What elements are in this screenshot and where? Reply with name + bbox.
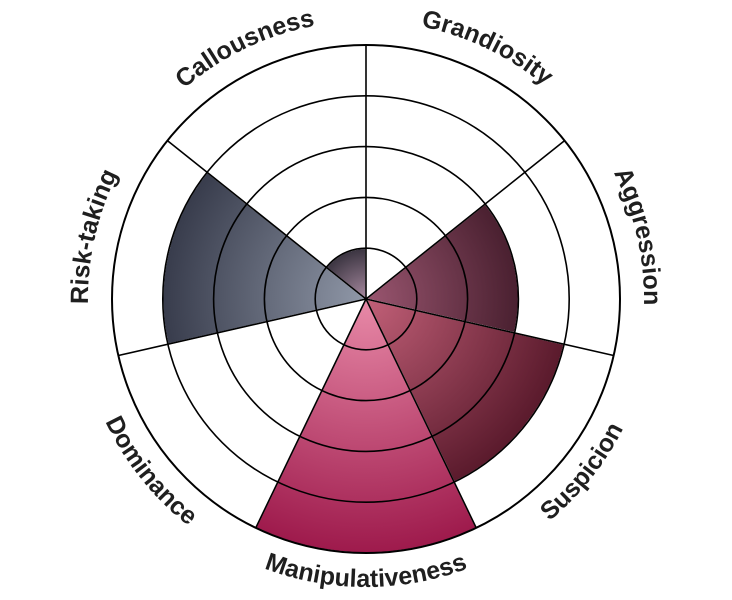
grid-spoke-6 [118,298,367,357]
grid-spoke-7 [166,140,367,300]
grid-layer [111,44,621,554]
grid-spoke-4 [365,298,477,529]
label-aggression: Aggression [608,163,666,305]
label-risk-taking: Risk-taking [66,164,123,304]
label-dominance: Dominance [100,411,203,530]
grid-spoke-2 [365,140,566,300]
grid-spoke-5 [255,298,367,529]
label-manipulativeness: Manipulativeness [262,548,470,593]
grid-spoke-3 [365,298,614,357]
label-callousness: Callousness [170,4,316,93]
